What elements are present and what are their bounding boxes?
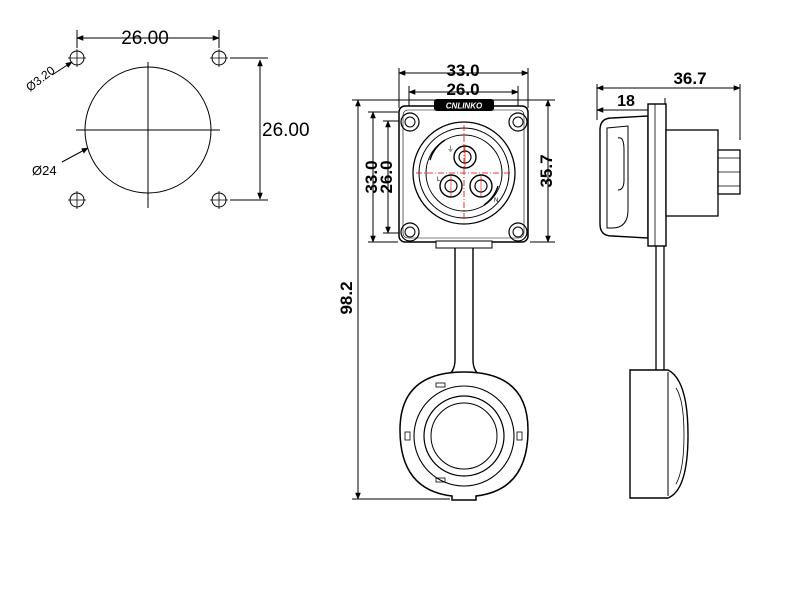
dimension-label-center-diameter: Ø24 xyxy=(32,163,57,178)
dust-cap-tab xyxy=(435,382,446,388)
brand-logo-text: CNLINKO xyxy=(446,102,483,111)
dimension-label-hole-spacing-vertical: 26.00 xyxy=(262,120,310,141)
dust-cap-side xyxy=(629,369,689,499)
flange-plate xyxy=(647,103,667,247)
corner-screw xyxy=(400,222,420,242)
dimension-label-overall-length: 98.2 xyxy=(337,281,356,314)
dust-cap-center xyxy=(430,402,498,470)
socket-outer-ring xyxy=(412,121,516,225)
pin-label-n: N xyxy=(494,198,498,204)
mounting-hole xyxy=(68,191,86,209)
dimension-label-flange-height: 33.0 xyxy=(362,160,381,193)
dimension-label-hole-spacing-width: 26.0 xyxy=(446,80,479,99)
leader-line-hole-diameter xyxy=(51,61,73,76)
pin-label-l: L xyxy=(437,177,441,183)
socket-key-tab xyxy=(483,185,499,206)
leader-line-center-diameter xyxy=(61,147,89,163)
brand-logo xyxy=(434,99,494,111)
corner-screw xyxy=(400,112,420,132)
mounting-hole xyxy=(210,49,228,67)
dust-cap-tab xyxy=(404,431,411,441)
dust-cap-tab xyxy=(516,431,523,441)
dust-cap-inner-ring xyxy=(423,395,505,477)
dimension-label-hole-spacing-height: 26.0 xyxy=(377,160,396,193)
dimension-label-body-height: 35.7 xyxy=(537,154,556,187)
dust-cap xyxy=(399,371,529,501)
rear-body xyxy=(665,129,719,217)
dimension-label-overall-depth: 36.7 xyxy=(673,69,706,88)
corner-screw xyxy=(508,112,528,132)
socket-key-tab xyxy=(429,139,446,161)
tether-strap-side xyxy=(655,246,665,378)
front-housing-groove xyxy=(617,137,625,191)
dust-cap-tab xyxy=(435,477,446,483)
pin-label-earth: ⏚ xyxy=(447,145,454,153)
mounting-hole xyxy=(68,49,86,67)
dust-cap-ring xyxy=(413,385,515,487)
front-housing-detail xyxy=(606,125,629,229)
mounting-hole xyxy=(210,191,228,209)
side-view: 36.7 18 xyxy=(596,69,741,499)
dimension-label-hole-diameter: Ø3.20 xyxy=(23,63,58,94)
panel-cutout-view: 26.00 26.00 xyxy=(23,28,310,209)
dimension-label-flange-width: 33.0 xyxy=(446,61,479,80)
corner-screw xyxy=(508,222,528,242)
strap-mount xyxy=(435,240,493,249)
tether-strap xyxy=(444,248,484,379)
dust-cap-side-curve xyxy=(675,387,685,485)
front-view: 33.0 26.0 33.0 26.0 35.7 98.2 CNLINKO xyxy=(337,61,556,501)
dimension-label-front-depth: 18 xyxy=(617,93,635,110)
dimension-label-hole-spacing-horizontal: 26.00 xyxy=(121,28,169,49)
